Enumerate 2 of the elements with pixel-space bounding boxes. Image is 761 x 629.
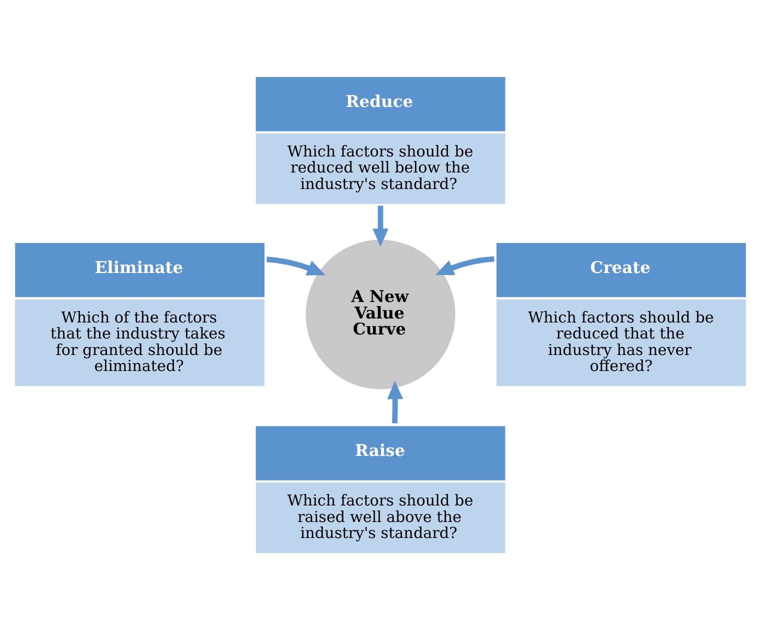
arrow — [387, 380, 404, 424]
arrow — [372, 206, 388, 247]
